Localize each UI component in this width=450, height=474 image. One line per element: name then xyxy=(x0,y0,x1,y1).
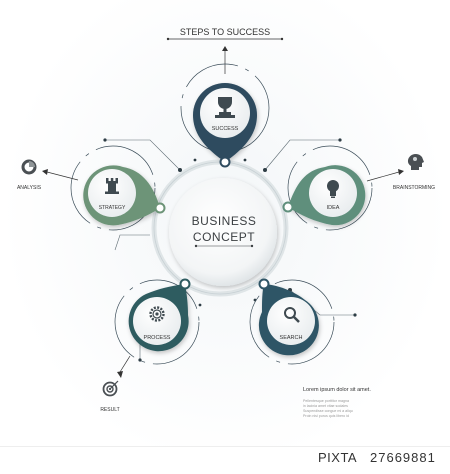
center-underline-dot-left xyxy=(194,244,198,248)
head-gears-icon xyxy=(407,153,424,170)
result-connector xyxy=(119,355,131,373)
node-success[interactable]: SUCCESS xyxy=(180,63,270,168)
diagram-title: STEPS TO SUCCESS xyxy=(180,27,270,37)
analysis-label: ANALYSIS xyxy=(17,185,42,191)
pie-chart-slice xyxy=(29,161,35,167)
node-joint xyxy=(258,278,270,290)
brainstorming-label: BRAINSTORMING xyxy=(393,185,435,191)
node-idea[interactable]: IDEA xyxy=(282,145,373,231)
node-orbit xyxy=(70,145,156,231)
brainstorming-arrow xyxy=(398,169,404,175)
brainstorming-item: BRAINSTORMING xyxy=(366,153,435,191)
analysis-item: ANALYSIS xyxy=(17,159,79,191)
gear-icon xyxy=(149,306,165,322)
stock-id: 27669881 xyxy=(370,450,436,465)
result-arrowhead xyxy=(117,371,123,378)
caption-line: Proin nisi purus quis libero id xyxy=(303,414,349,418)
node-label: SUCCESS xyxy=(212,126,239,132)
center-disk xyxy=(169,178,277,286)
node-strategy[interactable]: STRATEGY xyxy=(70,145,166,231)
magnifier-icon xyxy=(284,307,300,323)
result-item: RESULT xyxy=(100,355,131,413)
node-orbit xyxy=(249,279,335,365)
title-dot-left xyxy=(166,37,170,41)
node-joint xyxy=(154,202,166,214)
node-search[interactable]: SEARCH xyxy=(249,278,335,365)
node-face xyxy=(267,297,315,345)
center-underline-dot-right xyxy=(250,244,254,248)
node-process[interactable]: PROCESS xyxy=(114,278,200,365)
node-joint xyxy=(282,201,294,213)
node-orbit xyxy=(287,145,373,231)
caption-line: Suspendisse congue mi a aliqu xyxy=(303,409,353,413)
result-label: RESULT xyxy=(100,407,119,413)
node-label: PROCESS xyxy=(144,335,171,341)
caption-line: Pellentesque porttitor magna xyxy=(303,399,349,403)
caption-block: Lorem ipsum dolor sit amet. Pellentesque… xyxy=(303,387,371,418)
title-arrow xyxy=(222,46,228,51)
pixta-logo: PIXTA xyxy=(318,450,358,465)
node-label: IDEA xyxy=(327,205,340,211)
node-joint xyxy=(179,278,191,290)
analysis-arrow xyxy=(42,169,48,175)
trophy-icon xyxy=(215,97,235,118)
lightbulb-icon xyxy=(327,180,339,198)
analysis-connector xyxy=(46,171,79,181)
center-concept: BUSINESS CONCEPT xyxy=(169,178,277,286)
target-ring xyxy=(106,385,114,393)
node-orbit xyxy=(114,279,200,365)
title-block: STEPS TO SUCCESS xyxy=(166,27,284,74)
title-dot-right xyxy=(280,37,284,41)
caption-heading: Lorem ipsum dolor sit amet. xyxy=(303,387,371,393)
node-face xyxy=(133,297,181,345)
brainstorming-connector xyxy=(366,171,400,182)
node-label: SEARCH xyxy=(280,335,303,341)
stock-footer: PIXTA 27669881 xyxy=(0,446,450,469)
center-title-line1: BUSINESS xyxy=(192,214,257,228)
caption-line: in lacinia amet vitae sodales xyxy=(303,404,348,408)
node-label: STRATEGY xyxy=(99,205,126,211)
target-arrow xyxy=(109,380,119,390)
center-title-line2: CONCEPT xyxy=(193,230,255,244)
target-icon xyxy=(102,381,118,397)
chess-rook-icon xyxy=(105,178,119,194)
node-joint xyxy=(219,156,231,168)
